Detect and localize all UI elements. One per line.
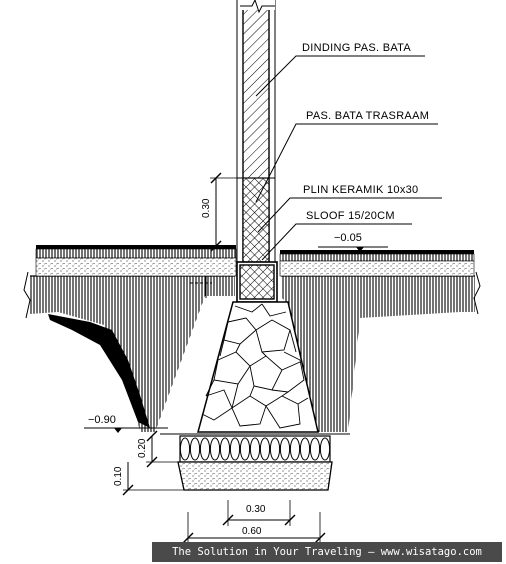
brick-wall bbox=[236, 0, 276, 262]
svg-text:0.30: 0.30 bbox=[246, 504, 266, 515]
svg-text:0.30: 0.30 bbox=[201, 198, 212, 218]
cobble-stone bbox=[219, 437, 231, 461]
sloof-label: SLOOF 15/20CM bbox=[306, 210, 395, 222]
svg-text:−0.05: −0.05 bbox=[334, 232, 362, 244]
svg-text:0.60: 0.60 bbox=[242, 526, 262, 537]
cobble-stone bbox=[319, 437, 331, 461]
cobble-stone bbox=[199, 437, 211, 461]
sloof-anchor-mark bbox=[190, 276, 212, 298]
cobble-stone bbox=[239, 437, 251, 461]
level-floor: −0.05 bbox=[318, 232, 388, 252]
floor-slab-right bbox=[279, 250, 475, 277]
dim-sand-layer: 0.20 bbox=[137, 430, 180, 468]
trasraam-label: PAS. BATA TRASRAAM bbox=[306, 110, 429, 122]
dim-trasraam-height: 0.30 bbox=[201, 172, 237, 252]
cobble-stone bbox=[309, 437, 321, 461]
cobble-stone bbox=[289, 437, 301, 461]
svg-text:−0.90: −0.90 bbox=[88, 414, 116, 426]
excavation-break-left bbox=[23, 271, 31, 319]
cobble-stone bbox=[299, 437, 311, 461]
dim-lean-concrete: 0.10 bbox=[113, 462, 184, 496]
cobble-stone bbox=[259, 437, 271, 461]
dim-bottom-width: 0.60 bbox=[182, 512, 326, 544]
dark-soil-wedge bbox=[48, 314, 150, 428]
excavation-break-right bbox=[473, 271, 481, 315]
lean-concrete bbox=[177, 461, 333, 491]
plin-label: PLIN KERAMIK 10x30 bbox=[303, 184, 418, 196]
leader-lines bbox=[255, 55, 442, 261]
level-bottom: −0.90 bbox=[84, 414, 168, 433]
svg-text:0.10: 0.10 bbox=[113, 466, 124, 486]
wall-break-mark bbox=[240, 0, 275, 14]
cobble-stone bbox=[269, 437, 281, 461]
dim-top-width: 0.30 bbox=[222, 500, 296, 526]
cobble-stone bbox=[209, 437, 221, 461]
cobble-stone bbox=[189, 437, 201, 461]
sand-bed bbox=[179, 435, 331, 463]
wall-label: DINDING PAS. BATA bbox=[302, 42, 411, 54]
rubble-stone-foundation bbox=[197, 301, 319, 433]
trasraam-wall bbox=[242, 177, 270, 263]
cobble-stone bbox=[249, 437, 261, 461]
cobble-stone bbox=[229, 437, 241, 461]
cobble-stone bbox=[279, 437, 291, 461]
floor-slab-left bbox=[35, 245, 237, 277]
watermark-footer: The Solution in Your Traveling – www.wis… bbox=[152, 542, 502, 562]
cobble-stone bbox=[179, 437, 191, 461]
svg-text:0.20: 0.20 bbox=[137, 438, 148, 458]
sloof-beam bbox=[236, 261, 278, 303]
